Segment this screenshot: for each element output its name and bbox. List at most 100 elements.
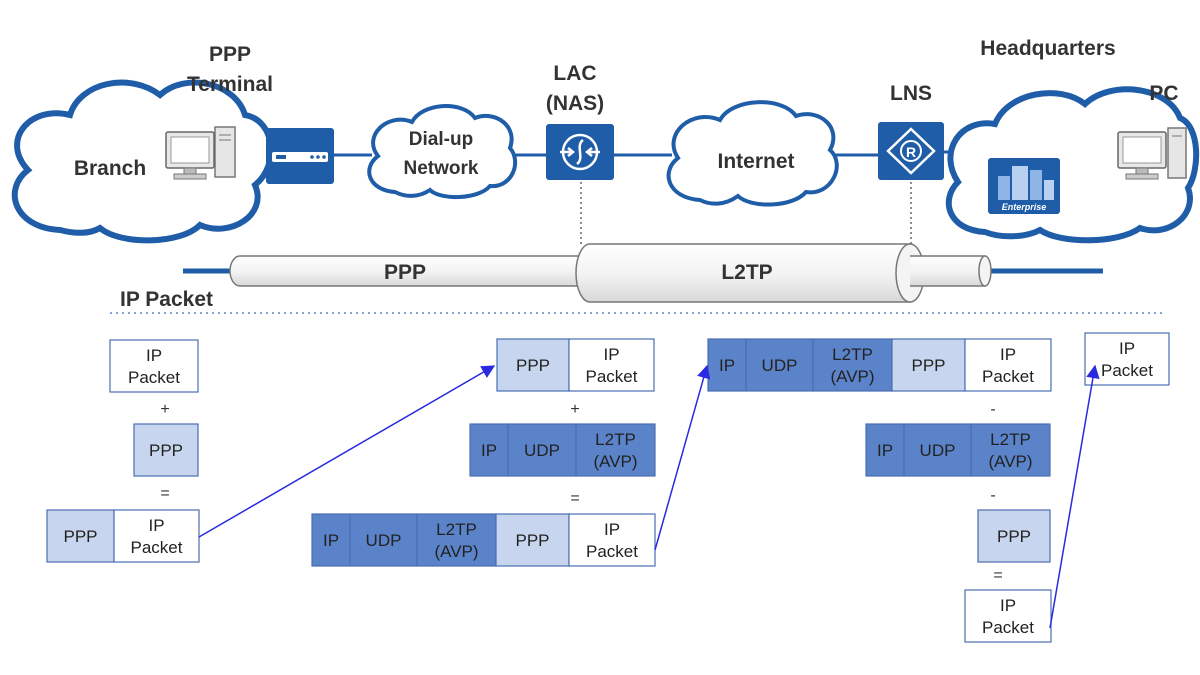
ip-packet-cell-box [113, 509, 200, 563]
svg-text:R: R [906, 144, 916, 160]
tunnel-ppp-label: PPP [384, 261, 426, 284]
ip-packet-cell-text: Packet [982, 367, 1034, 386]
minus-operator: - [990, 401, 995, 418]
dialup-label-line2: Network [404, 158, 479, 179]
ppp-cell: PPP [977, 509, 1051, 563]
l2tp-header-cell-text: (AVP) [988, 452, 1032, 471]
udp-header-cell: UDP [507, 423, 577, 477]
ip-packet-cell-text: Packet [131, 538, 183, 557]
headquarters-pc-icon [1117, 127, 1187, 180]
enterprise-building-icon: Enterprise [988, 158, 1060, 214]
ip-header-cell: IP [865, 423, 905, 477]
flow-arrows [198, 364, 1100, 629]
ppp-cell-text: PPP [516, 356, 550, 375]
udp-header-cell: UDP [903, 423, 972, 477]
ip-packet-cell: IP Packet [113, 509, 200, 563]
ip-packet-cell: IP Packet [964, 589, 1052, 643]
ppp-terminal-label-line1: PPP [209, 43, 251, 66]
udp-header-cell-text: UDP [366, 531, 402, 550]
ip-packet-cell-box [568, 513, 656, 567]
ip-packet-cell-text: Packet [128, 368, 180, 387]
branch-cloud: Branch [11, 79, 274, 244]
ip-packet-cell-box [109, 339, 199, 393]
ppp-cell-box [891, 338, 966, 392]
ppp-cell-text: PPP [997, 527, 1031, 546]
l2tp-header-cell: L2TP(AVP) [575, 423, 656, 477]
enterprise-icon-text: Enterprise [1002, 202, 1047, 212]
ip-packet-cell: IP Packet [964, 338, 1052, 392]
ppp-cell-text: PPP [515, 531, 549, 550]
ip-packet-cell-box [1084, 332, 1170, 386]
l2tp-header-cell-text: L2TP [436, 520, 477, 539]
l2tp-header-cell-box [970, 423, 1051, 477]
ip-packet-cell: IP Packet [109, 339, 199, 393]
lac-label-line2: (NAS) [546, 92, 604, 115]
ip-packet-cell-text: IP [1000, 345, 1016, 364]
udp-header-cell: UDP [745, 338, 814, 392]
l2tp-header-cell: L2TP (AVP) [416, 513, 497, 567]
lac-label-line1: LAC [553, 62, 596, 85]
ip-packet-cell-text: IP [1119, 339, 1135, 358]
tunnel-graphic [183, 243, 1103, 303]
internet-label: Internet [717, 150, 794, 173]
dialup-label-line1: Dial-up [409, 129, 473, 150]
lns-label: LNS [890, 82, 932, 105]
l2tp-header-cell-text: L2TP [832, 345, 873, 364]
ip-packet-cell-box [964, 338, 1052, 392]
l2tp-header-cell-box [575, 423, 656, 477]
ip-header-cell-box [311, 513, 351, 567]
pc-label: PC [1149, 82, 1178, 105]
ip-packet-cell-text: IP [603, 345, 619, 364]
udp-header-cell-box [745, 338, 814, 392]
equals-operator: = [570, 490, 579, 507]
l2tp-header-cell-box [812, 338, 893, 392]
headquarters-label: Headquarters [980, 37, 1115, 60]
ppp-cell-text: PPP [63, 527, 97, 546]
ip-packet-section-label: IP Packet [120, 288, 213, 311]
ppp-cell: PPP [496, 338, 570, 392]
l2tp-header-cell-text: (AVP) [593, 452, 637, 471]
operators: + = + = - - = [160, 401, 1002, 584]
ip-header-cell: IP [311, 513, 351, 567]
tunnel-l2tp-label: L2TP [721, 261, 772, 284]
ip-packet-cell-text: Packet [982, 618, 1034, 637]
ppp-cell: PPP [891, 338, 966, 392]
ip-header-cell-text: IP [323, 531, 339, 550]
udp-header-cell-box [507, 423, 577, 477]
internet-cloud: Internet [666, 100, 839, 207]
minus-operator: - [990, 487, 995, 504]
equals-operator: = [993, 567, 1002, 584]
ip-packet-cell-text: IP [148, 516, 164, 535]
ppp-cell: PPP [133, 423, 199, 477]
ppp-cell-box [495, 513, 570, 567]
ppp-cell-box [133, 423, 199, 477]
ppp-cell-text: PPP [911, 356, 945, 375]
ip-packet-cell-text: IP [1000, 596, 1016, 615]
udp-header-cell-box [903, 423, 972, 477]
lns-router-icon: R [878, 122, 944, 180]
udp-header-cell: UDP [349, 513, 418, 567]
ip-header-cell-text: IP [719, 356, 735, 375]
udp-header-cell-text: UDP [920, 441, 956, 460]
ip-header-cell-text: IP [481, 441, 497, 460]
ip-packet-cell-text: IP [146, 346, 162, 365]
l2tp-header-cell-text: L2TP [990, 430, 1031, 449]
ppp-terminal-device [266, 128, 334, 184]
ip-packet-cell: IP Packet [568, 513, 656, 567]
ip-packet-cell-text: IP [604, 520, 620, 539]
plus-operator: + [160, 401, 169, 418]
l2tp-header-cell-text: (AVP) [830, 367, 874, 386]
ppp-cell: PPP [46, 509, 115, 563]
ppp-cell: PPP [495, 513, 570, 567]
lac-device-icon [546, 124, 614, 180]
ppp-cell-box [46, 509, 115, 563]
tunnel-drop-lines [580, 182, 912, 245]
equals-operator: = [160, 485, 169, 502]
l2tp-header-cell-text: (AVP) [434, 542, 478, 561]
ip-packet-cell-text: Packet [586, 542, 638, 561]
ppp-terminal-label-line2: Terminal [187, 73, 273, 96]
